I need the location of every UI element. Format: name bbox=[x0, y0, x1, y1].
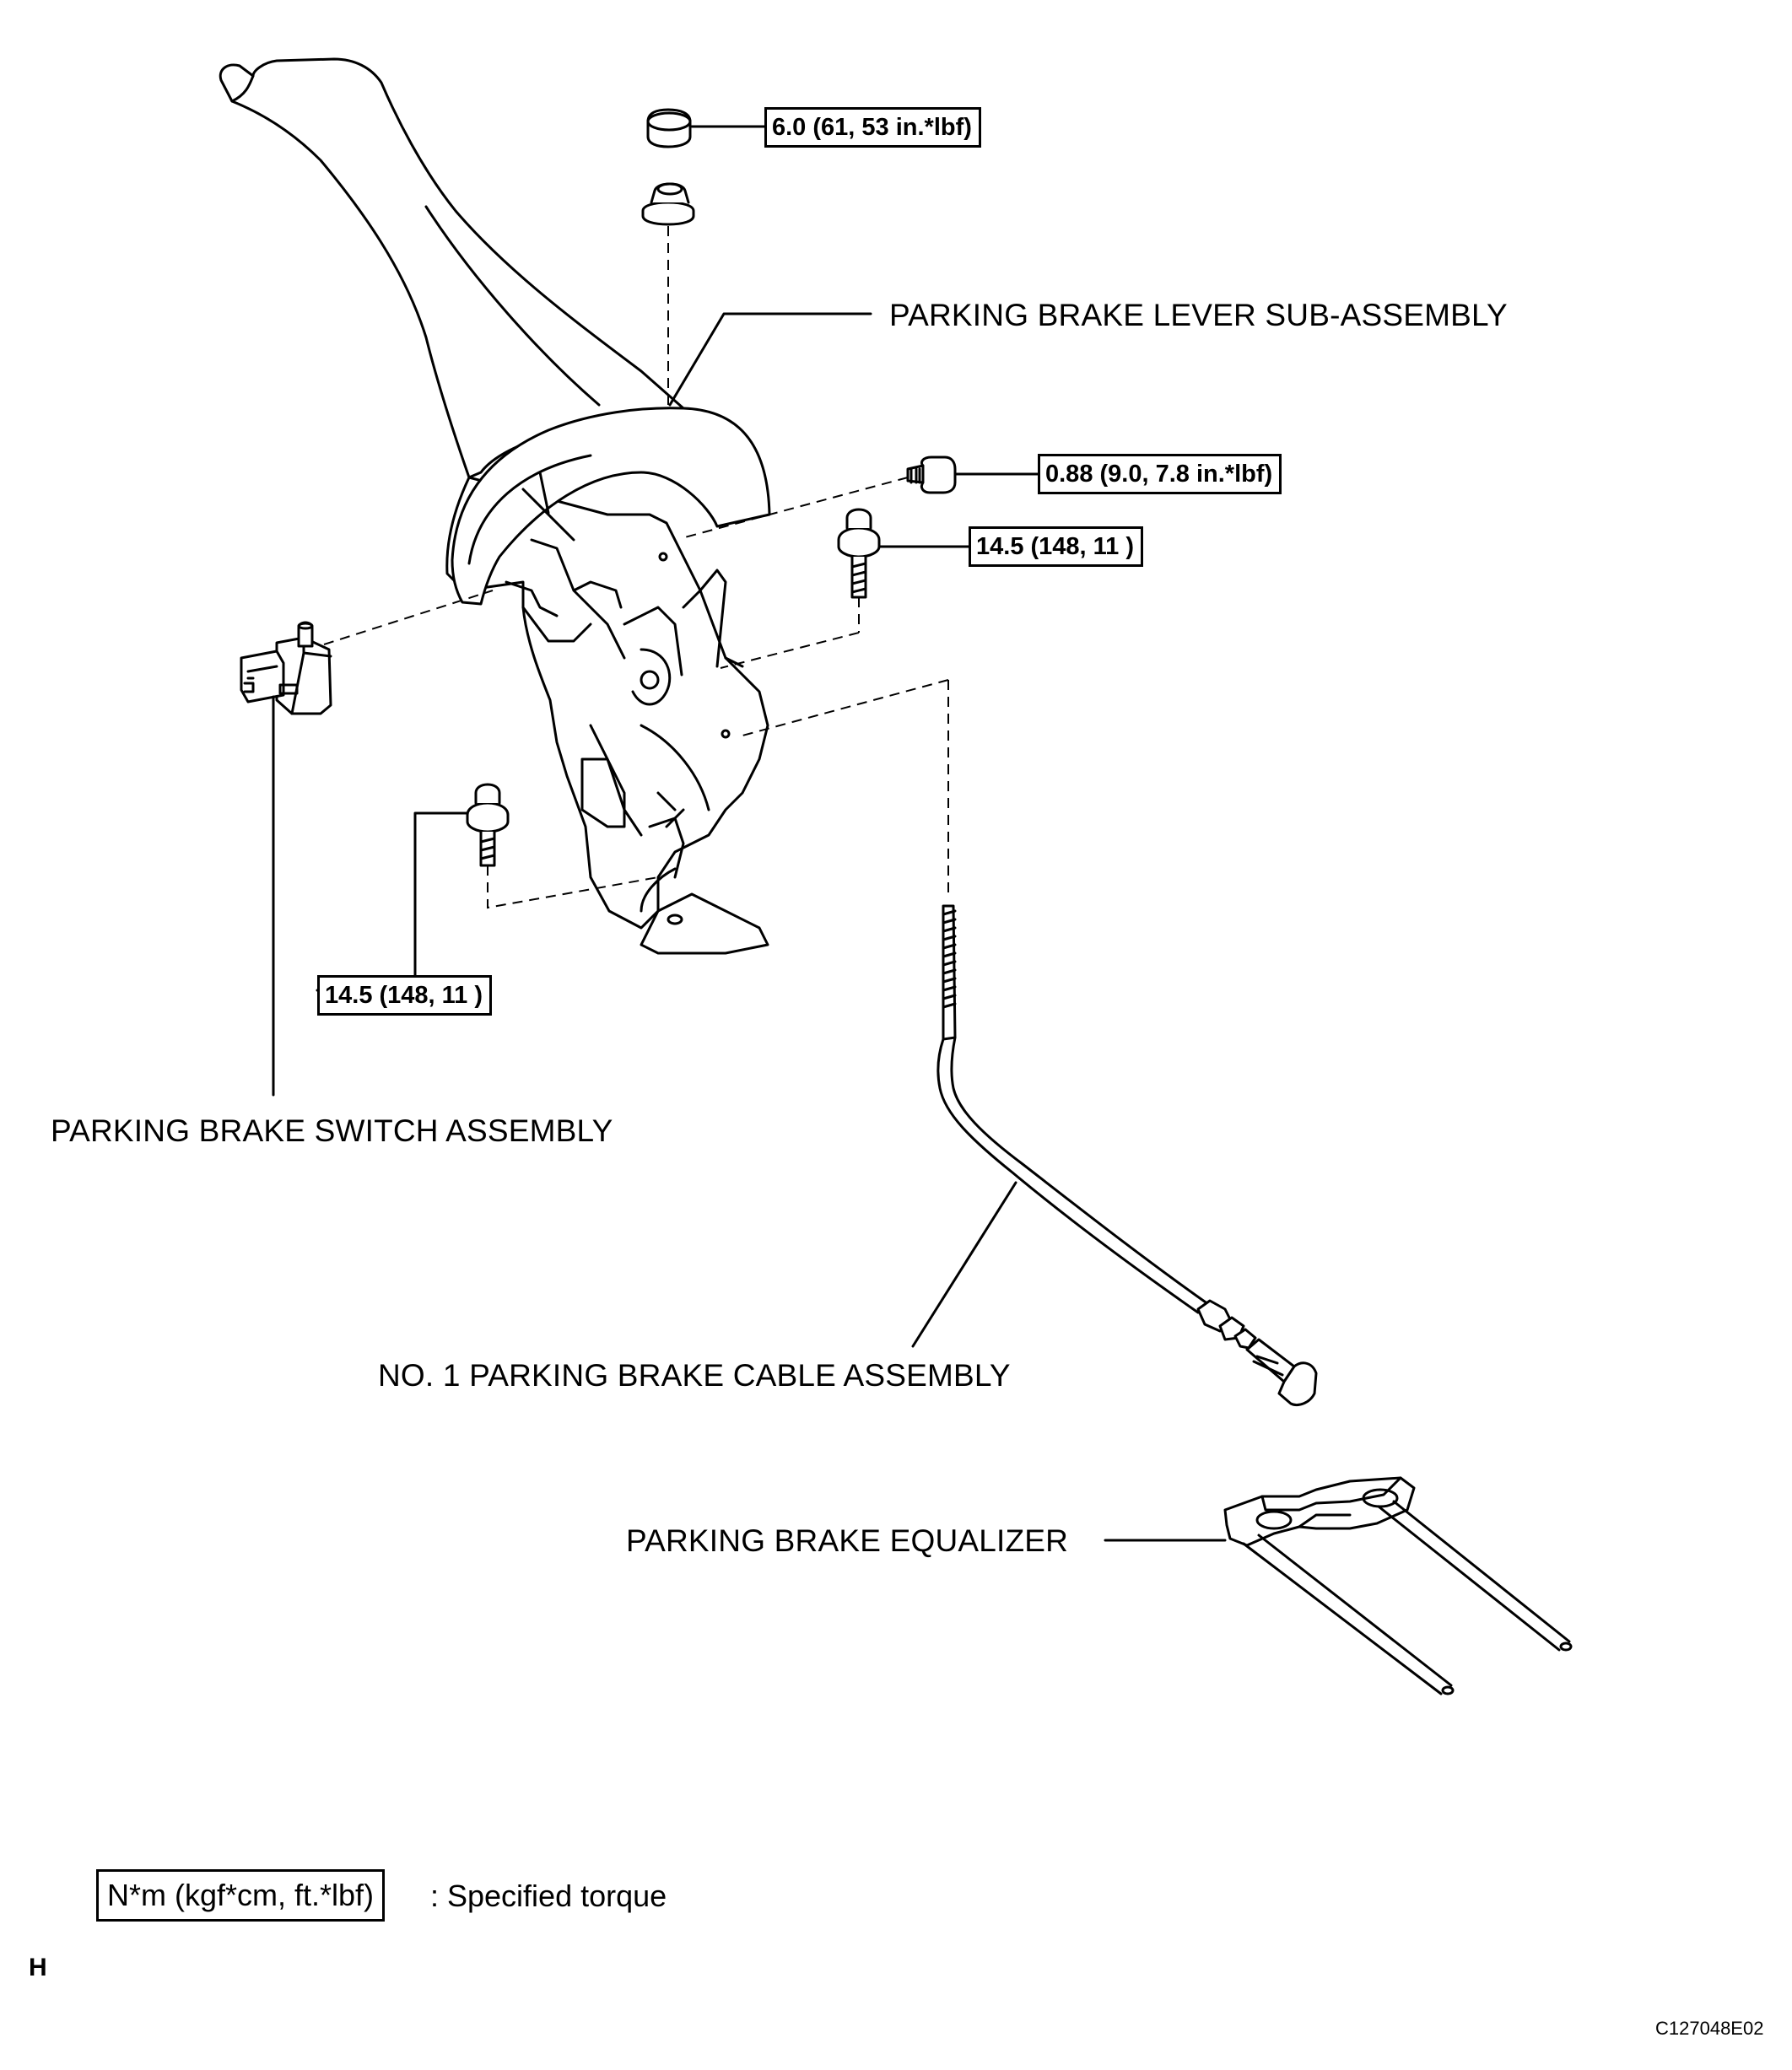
torque-screw-callout: 0.88 (9.0, 7.8 in.*lbf) bbox=[1038, 454, 1282, 494]
torque-bolt-upper-callout: 14.5 (148, 11 ) bbox=[969, 526, 1144, 567]
legend-units-box: N*m (kgf*cm, ft.*lbf) bbox=[96, 1869, 386, 1922]
bolt-upper-part bbox=[837, 508, 881, 599]
nut-part bbox=[646, 108, 692, 148]
corner-mark-h: H bbox=[29, 1954, 47, 1981]
cable-assembly-label: NO. 1 PARKING BRAKE CABLE ASSEMBLY bbox=[378, 1358, 1011, 1393]
cable-assembly-drawing bbox=[936, 904, 1318, 1406]
torque-bolt-lower-callout: 14.5 (148, 11 ) bbox=[317, 975, 493, 1016]
lever-sub-assembly-label: PARKING BRAKE LEVER SUB-ASSEMBLY bbox=[889, 298, 1508, 332]
equalizer-drawing bbox=[1223, 1476, 1573, 1695]
equalizer-label: PARKING BRAKE EQUALIZER bbox=[626, 1523, 1069, 1558]
screw-part bbox=[906, 456, 957, 494]
torque-nut-callout: 6.0 (61, 53 in.*lbf) bbox=[764, 107, 981, 148]
figure-code: C127048E02 bbox=[1655, 2018, 1764, 2039]
legend-description: : Specified torque bbox=[430, 1879, 667, 1913]
switch-assembly-label: PARKING BRAKE SWITCH ASSEMBLY bbox=[51, 1113, 613, 1148]
switch-assembly-drawing bbox=[240, 621, 332, 715]
lever-sub-assembly-drawing bbox=[219, 57, 771, 955]
flange-nut-part bbox=[641, 182, 695, 226]
bolt-lower-part bbox=[466, 783, 510, 867]
